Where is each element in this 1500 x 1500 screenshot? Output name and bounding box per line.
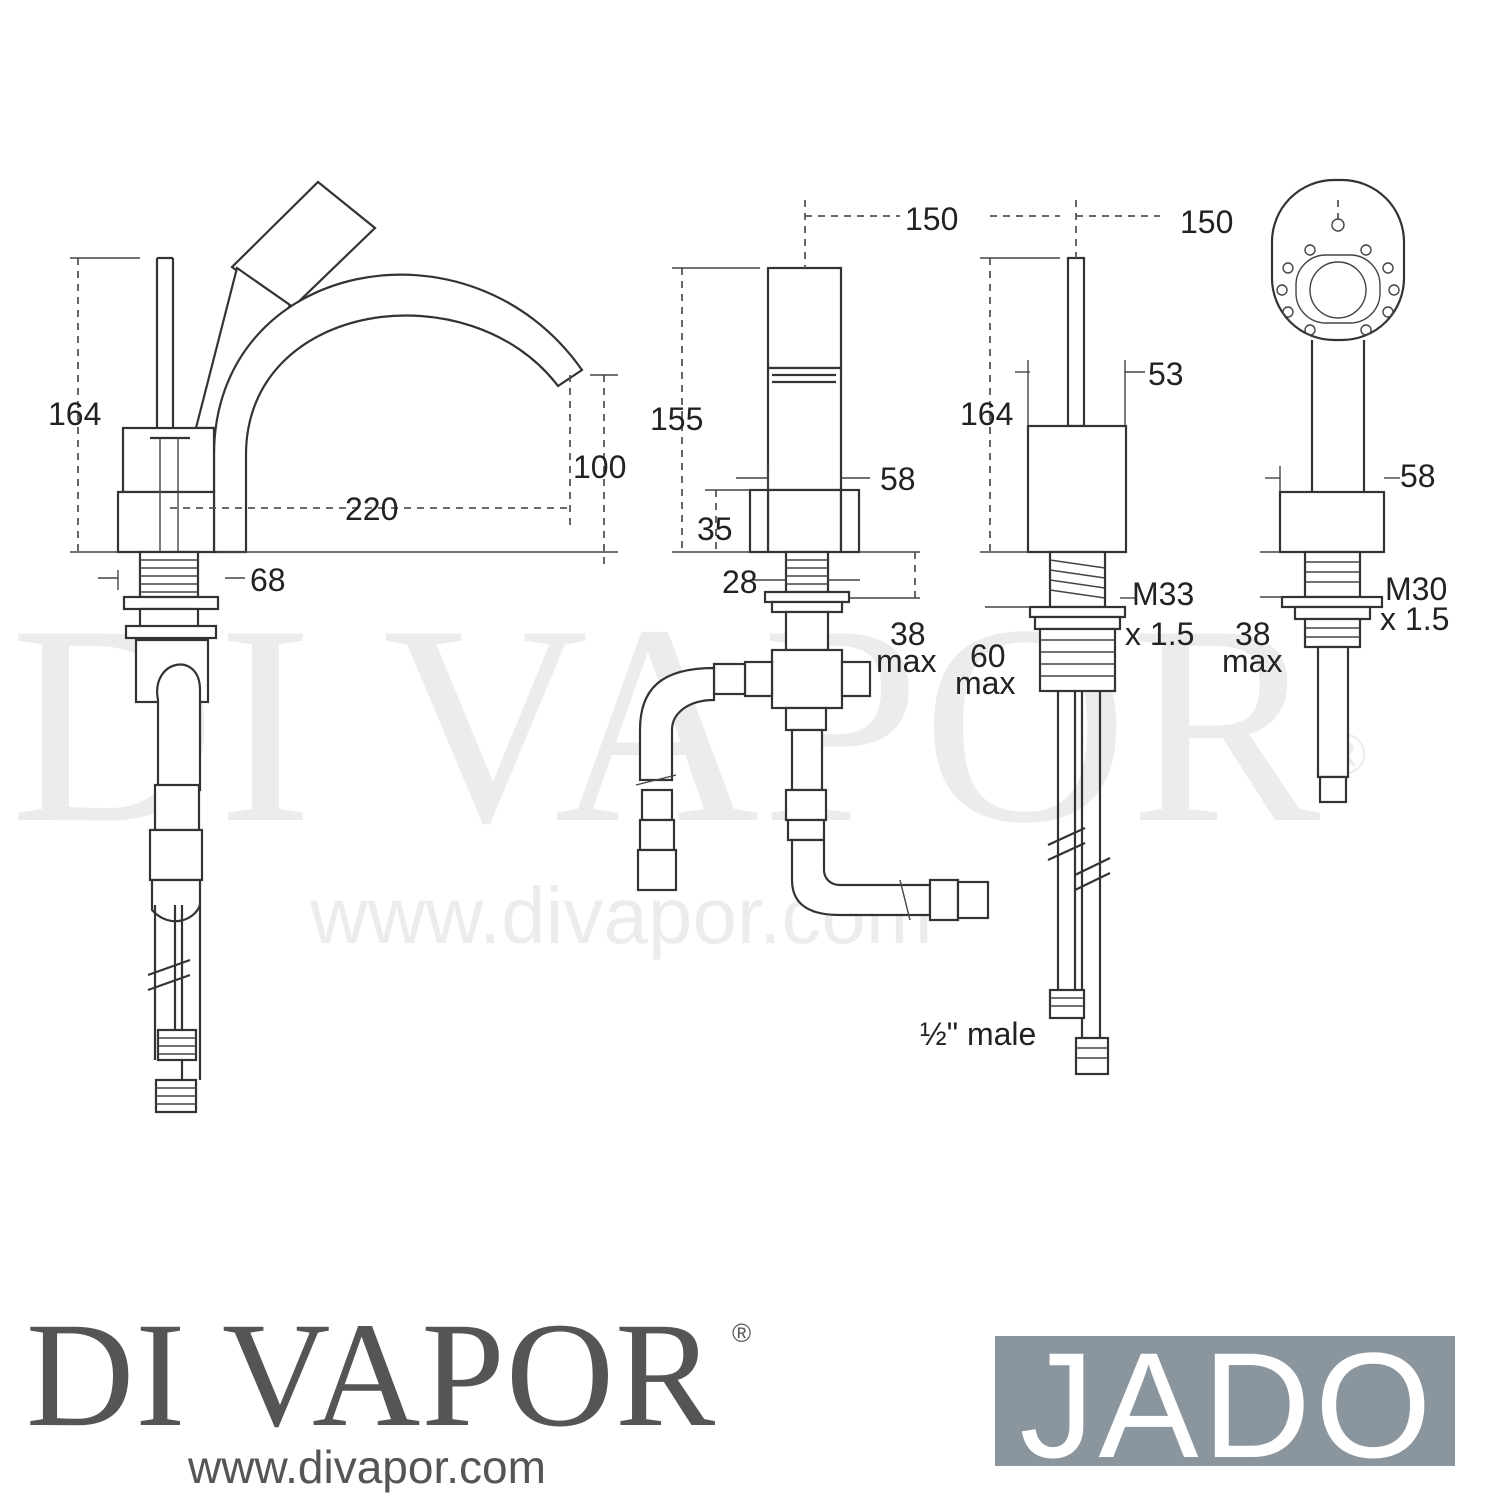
- dim-rod-max-1: 60: [970, 638, 1006, 674]
- dim-rod-height: 164: [960, 396, 1013, 432]
- dim-handle-shank: 28: [722, 564, 758, 600]
- dimension-labels: 164 220 100 68 155 35 58 28 38 max 150 1…: [48, 201, 1449, 1052]
- dim-rod-width: 53: [1148, 356, 1184, 392]
- dim-shower-thread-2: x 1.5: [1380, 601, 1449, 637]
- dim-hose-connection: ½" male: [920, 1016, 1036, 1052]
- jado-brand-box: [995, 1336, 1455, 1466]
- dim-shower-max-1: 38: [1235, 616, 1271, 652]
- divapor-logo: DI VAPOR: [26, 1292, 717, 1458]
- dim-rod-thread-1: M33: [1132, 576, 1194, 612]
- dim-handle-width: 58: [880, 461, 916, 497]
- divapor-registered-mark: ®: [732, 1318, 752, 1348]
- dim-mixer-height: 164: [48, 396, 101, 432]
- dim-rod-max-2: max: [955, 665, 1015, 701]
- dim-spout-height: 100: [573, 449, 626, 485]
- lever-rod-view: [980, 200, 1160, 1076]
- divapor-website: www.divapor.com: [188, 1441, 546, 1493]
- dim-centre-distance-2: 150: [1180, 204, 1233, 240]
- dim-handle-max-2: max: [876, 643, 936, 679]
- dim-shower-thread-1: M30: [1385, 571, 1447, 607]
- technical-drawing: 164 220 100 68 155 35 58 28 38 max 150 1…: [48, 178, 1449, 1114]
- dim-shower-max-2: max: [1222, 643, 1282, 679]
- dim-rod-thread-2: x 1.5: [1125, 616, 1194, 652]
- dim-handle-max-1: 38: [890, 616, 926, 652]
- dim-handle-height: 155: [650, 401, 703, 437]
- dim-handle-base: 35: [697, 511, 733, 547]
- dim-shower-width: 58: [1400, 458, 1436, 494]
- mixer-view: [70, 180, 618, 1114]
- dim-base-diameter: 68: [250, 562, 286, 598]
- handle-valve-view: [635, 200, 990, 922]
- dim-centre-distance-1: 150: [905, 201, 958, 237]
- hand-shower-view: [1260, 178, 1406, 804]
- dim-spout-reach: 220: [345, 491, 398, 527]
- jado-brand-text: JADO: [1019, 1330, 1436, 1470]
